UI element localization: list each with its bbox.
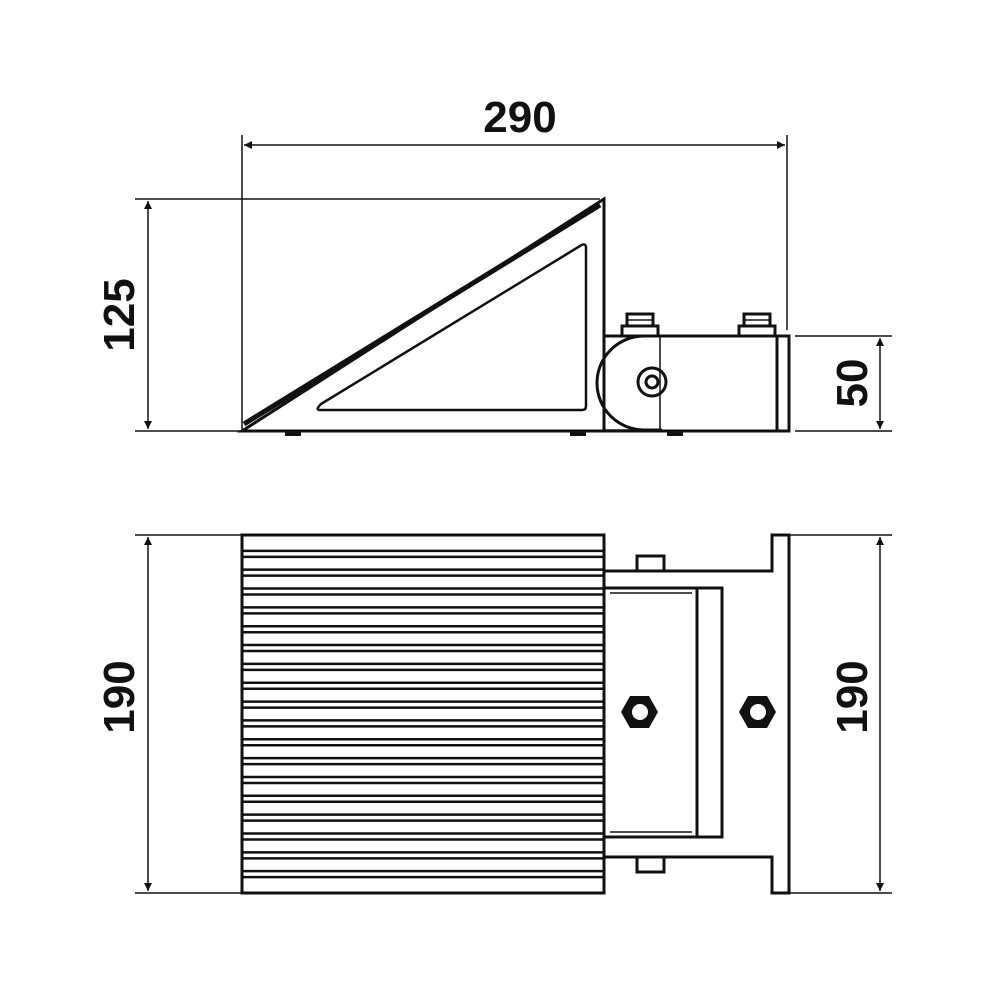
tab-top (635, 554, 666, 573)
foot-left (285, 431, 301, 436)
bracket-screw-left (620, 312, 660, 338)
wedge-edge-highlight (242, 202, 602, 427)
bracket-screw-right (737, 312, 777, 338)
pivot-bolt (636, 366, 668, 398)
mounting-bracket (602, 334, 791, 433)
dimension-length-label: 290 (483, 93, 556, 142)
foot-right (667, 431, 683, 436)
foot-center (570, 431, 586, 436)
lens-window (316, 243, 588, 412)
tab-bottom (635, 855, 666, 874)
bracket-arm-inner (604, 586, 699, 839)
cooling-fins (242, 549, 604, 879)
hex-nut-right (739, 696, 776, 728)
bracket-knuckle (595, 334, 662, 432)
hex-nut-left (621, 696, 658, 728)
front-view: 190 190 (95, 533, 892, 895)
dimension-plate-width-label: 190 (828, 660, 877, 733)
side-view: 290 125 50 (95, 93, 892, 436)
pivot-bolt-center (644, 374, 660, 390)
wall-plate (604, 533, 791, 895)
dimension-height-label: 125 (95, 278, 144, 351)
dimension-mount-height-label: 50 (828, 359, 877, 408)
dimension-front-width-label: 190 (95, 660, 144, 733)
